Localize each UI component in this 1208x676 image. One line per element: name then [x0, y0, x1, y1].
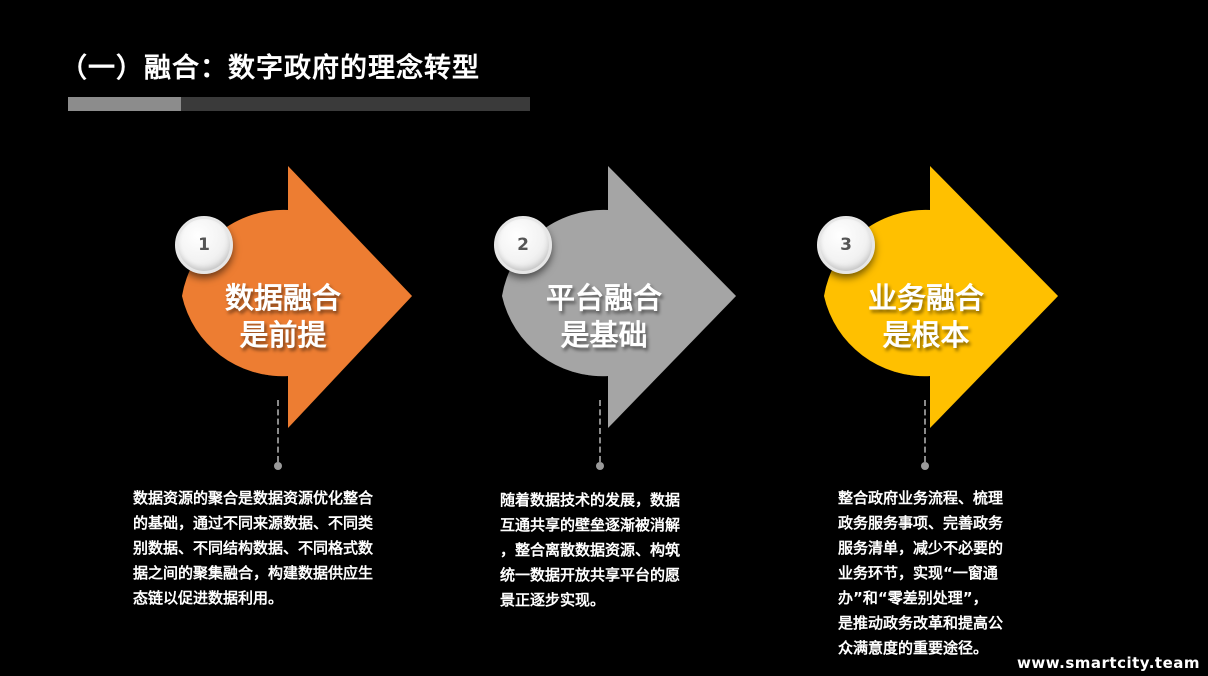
headline-3: 业务融合 是根本: [826, 280, 1026, 354]
headline-3-line1: 业务融合: [867, 281, 984, 315]
arrow-shape-3: [824, 166, 1058, 428]
connector-line-1: [277, 400, 279, 462]
connector-dot-2: [596, 462, 604, 470]
step-number-badge-2: 2: [494, 216, 552, 274]
description-1: 数据资源的聚合是数据资源优化整合 的基础，通过不同来源数据、不同类 别数据、不同…: [133, 489, 374, 607]
step-number-3: 3: [840, 235, 852, 255]
website-watermark: www.smartcity.team: [1017, 654, 1200, 672]
connector-dot-3: [921, 462, 929, 470]
headline-1-line2: 是前提: [239, 318, 327, 352]
headline-3-line2: 是根本: [882, 318, 970, 352]
description-2: 随着数据技术的发展，数据 互通共享的壁垒逐渐被消解 ，整合离散数据资源、构筑 统…: [500, 491, 681, 609]
step-number-badge-3: 3: [817, 216, 875, 274]
description-3: 整合政府业务流程、梳理 政务服务事项、完善政务 服务清单，减少不必要的 业务环节…: [838, 489, 1004, 657]
title-underline-bar: [68, 97, 530, 111]
slide-title: （一）融合：数字政府的理念转型: [60, 53, 480, 84]
headline-2-line2: 是基础: [560, 318, 648, 352]
arrow-shape-1: [182, 166, 412, 428]
headline-1-line1: 数据融合: [224, 281, 341, 315]
step-number-1: 1: [198, 235, 210, 255]
title-underline-accent: [68, 97, 181, 111]
connector-dot-1: [274, 462, 282, 470]
headline-2-line1: 平台融合: [545, 281, 662, 315]
headline-1: 数据融合 是前提: [183, 280, 383, 354]
connector-line-3: [924, 400, 926, 462]
headline-2: 平台融合 是基础: [504, 280, 704, 354]
arrow-shape-2: [502, 166, 736, 428]
step-number-2: 2: [517, 235, 529, 255]
step-number-badge-1: 1: [175, 216, 233, 274]
connector-line-2: [599, 400, 601, 462]
